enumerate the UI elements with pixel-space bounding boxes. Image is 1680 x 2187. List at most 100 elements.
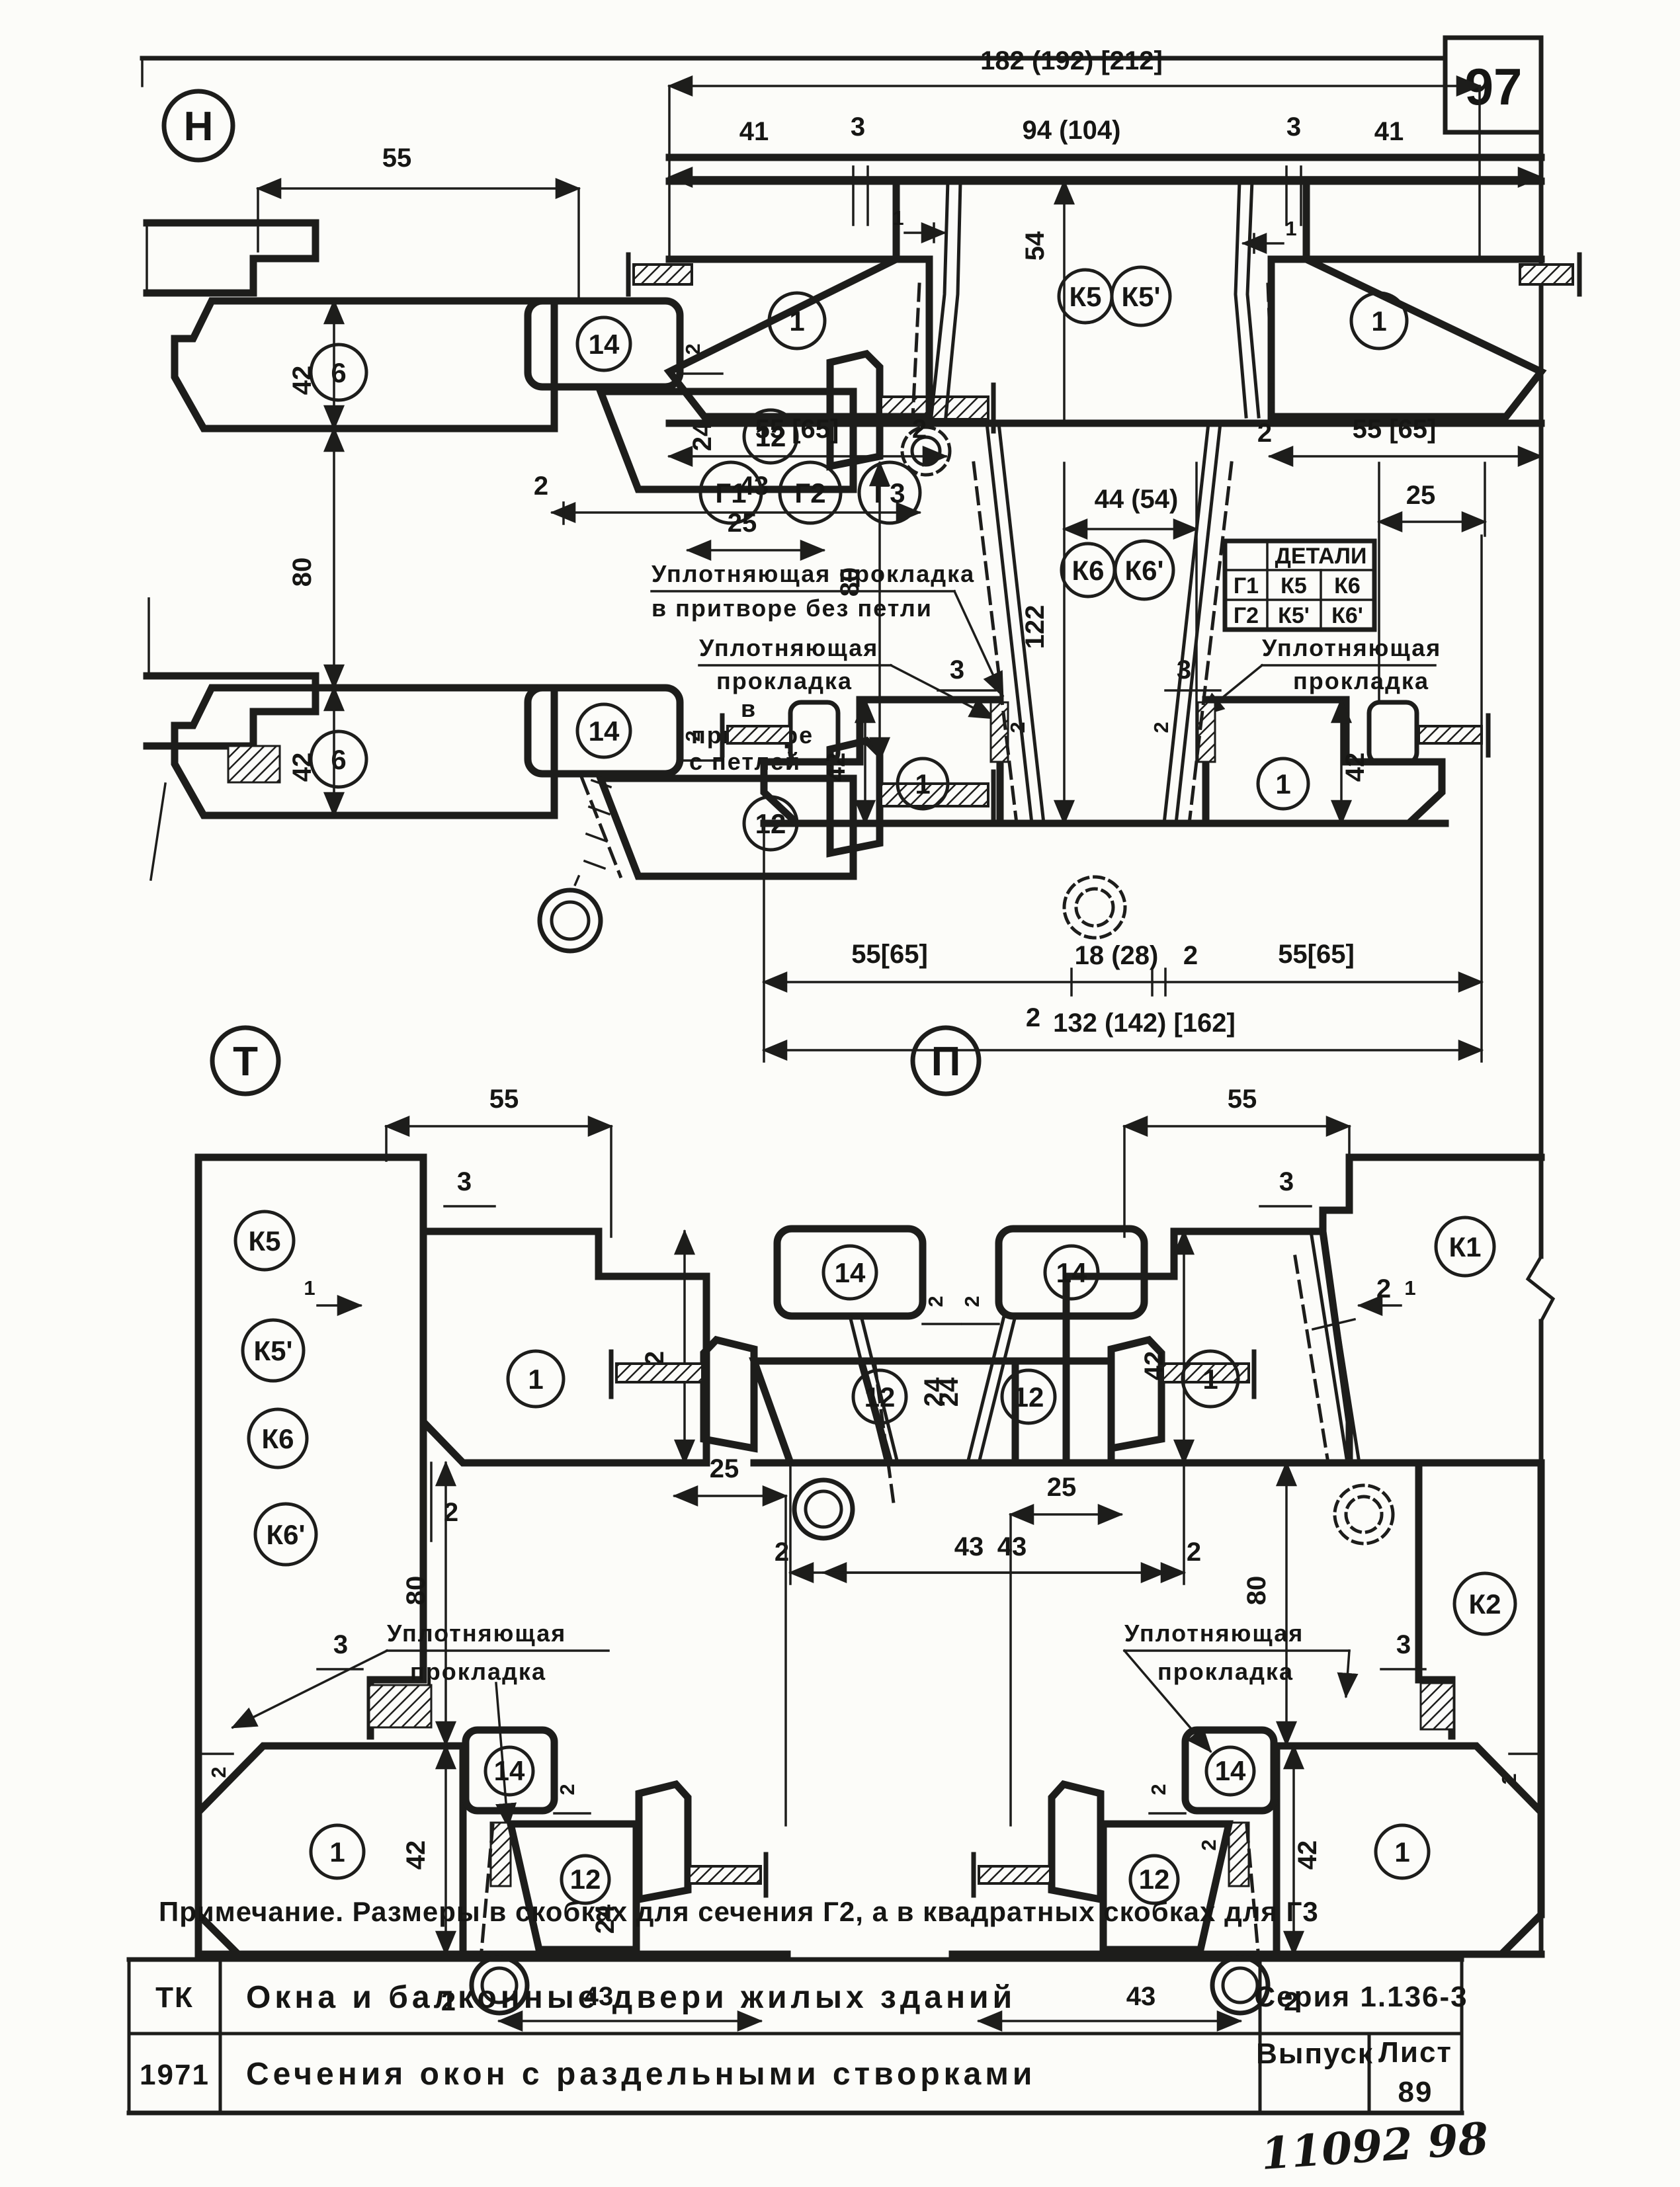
hinge-icon bbox=[1062, 875, 1127, 940]
dim-2: 2 bbox=[1183, 941, 1198, 970]
gasket-hatch bbox=[1419, 1682, 1455, 1731]
break-line-icon bbox=[1525, 1254, 1556, 1324]
details-table-header: ДЕТАЛИ bbox=[1275, 544, 1367, 569]
part-1: 1 bbox=[915, 768, 930, 800]
label: прокладка bbox=[1293, 667, 1429, 694]
label: прокладка bbox=[410, 1658, 546, 1685]
dim-2: 2 bbox=[924, 1296, 947, 1307]
dim-55: 55 bbox=[489, 1085, 519, 1114]
wall-rebate bbox=[1319, 1153, 1353, 1235]
dim-25: 25 bbox=[710, 1454, 739, 1483]
gasket-hatch bbox=[368, 1684, 433, 1729]
dim-43: 43 bbox=[584, 1982, 614, 2011]
dim-3: 3 bbox=[333, 1630, 348, 1659]
hinge-icon bbox=[792, 1477, 855, 1541]
code-k6: К6 bbox=[1072, 555, 1105, 586]
section-p: П 55 К1 К2 3 1 1 42 2 14 2 12 24 43 2 25… bbox=[609, 1025, 1545, 2032]
frame-profile bbox=[171, 684, 558, 819]
dim-3: 3 bbox=[1286, 112, 1301, 142]
dim-1: 1 bbox=[892, 206, 903, 229]
part-14: 14 bbox=[494, 1755, 525, 1786]
sheet-number: 89 bbox=[1398, 2076, 1433, 2108]
screw-icon bbox=[726, 725, 792, 745]
bead-profile bbox=[1048, 1780, 1105, 1904]
dim-2: 2 bbox=[1006, 722, 1029, 733]
dim-54: 54 bbox=[1021, 231, 1050, 261]
cell: К5 bbox=[1281, 573, 1307, 598]
part-1: 1 bbox=[1202, 1364, 1218, 1395]
part-12: 12 bbox=[864, 1382, 896, 1413]
label: в bbox=[741, 695, 757, 722]
n-lower-profile: 14 6 12 2 42 bbox=[143, 597, 996, 954]
dim-2: 2 bbox=[1147, 1784, 1170, 1795]
dim-80: 80 bbox=[288, 557, 317, 587]
section-p-badge bbox=[910, 1025, 982, 1096]
section-n-letter: Н bbox=[184, 104, 214, 149]
part-14: 14 bbox=[589, 329, 620, 360]
gasket-hatch bbox=[1228, 1821, 1250, 1887]
cell: К5' bbox=[1278, 603, 1310, 628]
dim-2: 2 bbox=[912, 415, 927, 444]
dim-43: 43 bbox=[739, 472, 769, 501]
code-k5-prime: К5' bbox=[1122, 281, 1161, 312]
glazing-bead-block bbox=[995, 1225, 1148, 1320]
part-1: 1 bbox=[1394, 1836, 1409, 1868]
dim-41: 41 bbox=[739, 117, 769, 146]
screw-icon bbox=[1417, 725, 1483, 745]
label: Уплотняющая bbox=[1124, 1620, 1304, 1647]
dim-2: 2 bbox=[1376, 1274, 1391, 1303]
dim-122: 122 bbox=[1021, 605, 1050, 649]
bead-profile bbox=[700, 1335, 758, 1453]
hinge-icon bbox=[1333, 1483, 1395, 1546]
label: Уплотняющая bbox=[699, 634, 878, 661]
dim-55: 55 bbox=[382, 144, 412, 173]
dim-55: 55 bbox=[1228, 1085, 1257, 1114]
dim-42: 42 bbox=[1341, 753, 1370, 782]
part-14: 14 bbox=[835, 1257, 866, 1288]
dim-1: 1 bbox=[304, 1276, 315, 1300]
dim-55-65: 55 [65] bbox=[755, 415, 839, 444]
dim-3: 3 bbox=[851, 112, 865, 142]
gasket-callout-no-hinge: Уплотняющая прокладка в притворе без пет… bbox=[650, 560, 1005, 698]
dim-2: 2 bbox=[556, 1784, 579, 1795]
note-text: Примечание. Размеры в скобках для сечени… bbox=[159, 1896, 1319, 1927]
dim-18-28: 18 (28) bbox=[1075, 941, 1159, 970]
section-n: Н 14 6 12 55 42 2 24 2 43 80 bbox=[143, 89, 996, 954]
screw-icon bbox=[615, 1362, 704, 1383]
glazing-bead-block bbox=[462, 1726, 558, 1815]
dim-25: 25 bbox=[728, 509, 757, 538]
dim-94: 94 (104) bbox=[1023, 116, 1121, 145]
part-1: 1 bbox=[329, 1836, 345, 1868]
dim-2: 2 bbox=[681, 343, 704, 354]
sash-bottom-left: 1 42 bbox=[720, 696, 1009, 827]
sash-bottom-right: 1 42 bbox=[1197, 696, 1491, 827]
dim-42: 42 bbox=[1293, 1840, 1322, 1870]
dim-2: 2 bbox=[534, 472, 548, 501]
title-block: ТК 1971 Окна и балконные двери жилых зда… bbox=[126, 1957, 1467, 2116]
section-p-letter: П bbox=[931, 1039, 961, 1085]
gasket-callout: Уплотняющая прокладка bbox=[1122, 1620, 1359, 1753]
dim-42: 42 bbox=[401, 1840, 431, 1870]
label: Уплотняющая bbox=[1262, 634, 1441, 661]
hinge-icon bbox=[900, 425, 952, 477]
dim-80: 80 bbox=[401, 1576, 431, 1606]
code-g1: Г1 bbox=[715, 477, 746, 509]
part-12: 12 bbox=[1139, 1864, 1170, 1895]
part-14: 14 bbox=[1056, 1257, 1087, 1288]
dim-2: 2 bbox=[1197, 1839, 1220, 1850]
screw-icon bbox=[632, 263, 693, 286]
glazing-bead-block bbox=[1181, 1726, 1278, 1815]
sheet-label: Лист bbox=[1378, 2036, 1452, 2069]
dim-25: 25 bbox=[1406, 481, 1436, 510]
section-g: 182 (192) [212] 41 3 94 (104) 3 41 1 1 1… bbox=[626, 46, 1582, 1063]
code-k6: К6 bbox=[262, 1423, 294, 1454]
dim-2: 2 bbox=[1150, 722, 1173, 733]
code-g2: Г2 bbox=[794, 477, 825, 509]
glazing-bead-block bbox=[524, 684, 684, 778]
hinge-icon bbox=[537, 887, 603, 954]
frame-profile-left bbox=[663, 177, 933, 421]
section-t: Т 55 К5 К5' К6 К6' 3 1 1 42 14 2 12 24 2… bbox=[194, 1025, 1257, 2032]
part-14: 14 bbox=[589, 716, 620, 747]
sash-stub-right bbox=[1234, 179, 1275, 419]
